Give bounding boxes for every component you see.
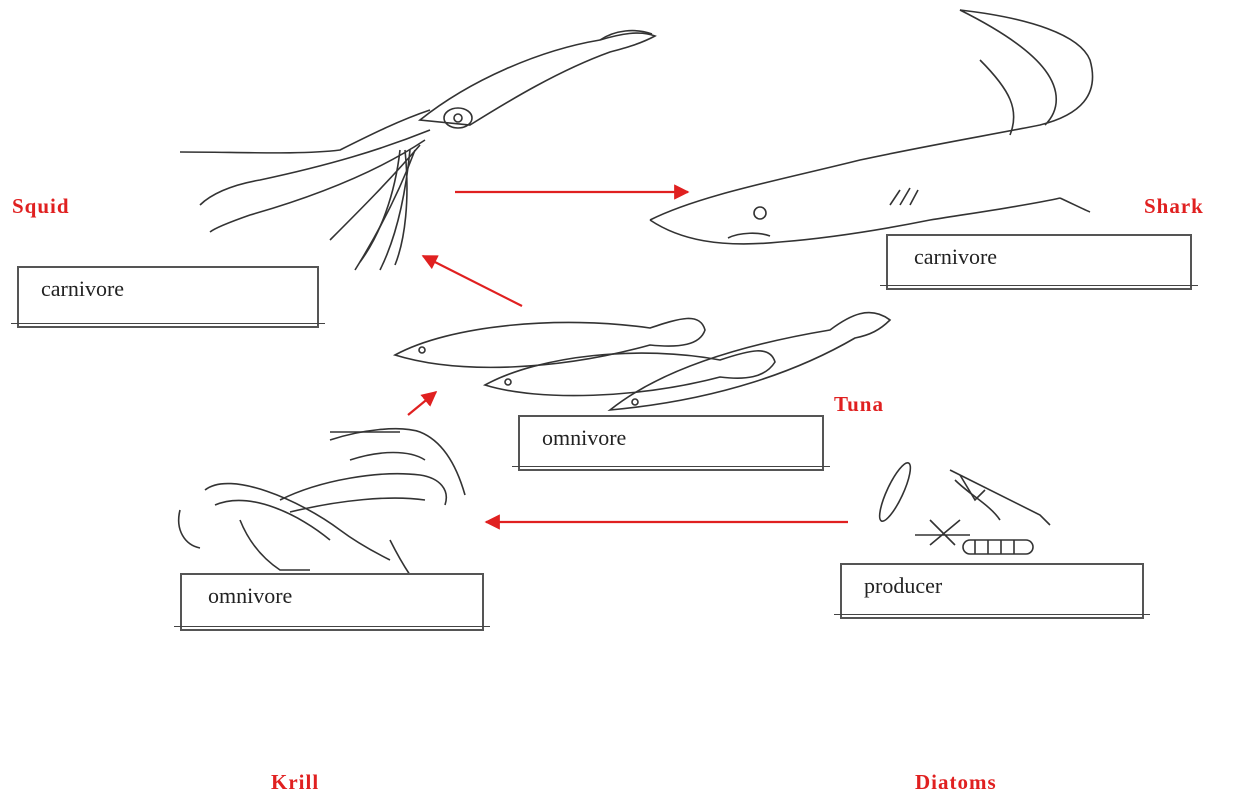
shark-label: Shark — [1144, 194, 1204, 219]
shark-role-underline — [880, 285, 1198, 286]
squid-illustration — [180, 31, 655, 270]
diatoms-illustration — [874, 460, 1050, 554]
diatoms-label: Diatoms — [915, 770, 997, 795]
shark-role-text: carnivore — [914, 244, 997, 269]
arrow-krill-to-tuna — [408, 392, 436, 415]
tuna-label: Tuna — [834, 392, 884, 417]
krill-illustration — [179, 429, 465, 575]
tuna-illustration — [395, 313, 890, 410]
shark-role-box: carnivore — [886, 234, 1192, 290]
squid-label: Squid — [12, 194, 70, 219]
tuna-role-underline — [512, 466, 830, 467]
shark-illustration — [650, 10, 1093, 244]
diatoms-role-underline — [834, 614, 1150, 615]
tuna-role-text: omnivore — [542, 425, 626, 450]
squid-role-box: carnivore — [17, 266, 319, 328]
diatoms-role-text: producer — [864, 573, 942, 598]
arrow-tuna-to-squid — [423, 256, 522, 306]
squid-role-text: carnivore — [41, 276, 124, 301]
krill-role-underline — [174, 626, 490, 627]
krill-label: Krill — [271, 770, 319, 795]
diatoms-role-box: producer — [840, 563, 1144, 619]
krill-role-box: omnivore — [180, 573, 484, 631]
tuna-role-box: omnivore — [518, 415, 824, 471]
squid-role-underline — [11, 323, 325, 324]
krill-role-text: omnivore — [208, 583, 292, 608]
